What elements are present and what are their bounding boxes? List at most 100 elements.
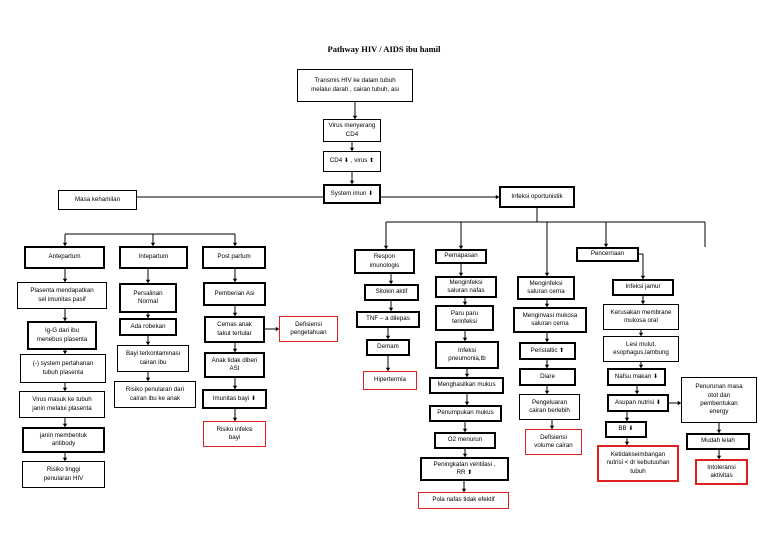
node-defisiensi-vol: Defisiensi volume cairan bbox=[525, 429, 582, 455]
page-title: Pathway HIV / AIDS ibu hamil bbox=[327, 44, 441, 54]
arrow-head bbox=[232, 278, 238, 282]
node-menginvasi: Menginvasi mukosa saluran cerna bbox=[513, 307, 587, 333]
node-persalinan: Persalinan Normal bbox=[119, 283, 177, 313]
node-ketidak: Ketidakseimbangan nutrisi < dr kebutuuha… bbox=[597, 445, 679, 482]
arrow-head bbox=[388, 280, 394, 284]
arrow-head bbox=[634, 390, 640, 394]
arrow-head bbox=[150, 242, 156, 246]
arrow-head bbox=[383, 245, 389, 249]
node-igg: Ig-G dari ibu menebus plasenta bbox=[27, 321, 97, 350]
arrow-head bbox=[544, 303, 550, 307]
node-menginfeksi-nafas: Menginfeksi saluran nafas bbox=[435, 276, 497, 298]
arrow-head bbox=[461, 488, 467, 492]
node-o2: O2 menurun bbox=[434, 432, 496, 449]
arrow-head bbox=[464, 401, 470, 405]
arrow-head bbox=[544, 272, 550, 276]
arrow-head bbox=[458, 272, 464, 276]
arrow-head bbox=[62, 317, 68, 321]
node-lesi: Lesi mulut, esophagus,lambung bbox=[603, 336, 679, 362]
arrow-head bbox=[716, 455, 722, 459]
node-bayi-terkon: Bayi terkontaminasi cairan ibu bbox=[117, 345, 189, 372]
node-demam: Demam bbox=[366, 339, 410, 356]
arrow-head bbox=[349, 147, 355, 151]
node-plasenta: Plasenta mendapatkan sel imunitas pasif bbox=[17, 282, 107, 309]
node-virus-masuk: Virus masuk ke tubuh janin melalui plase… bbox=[19, 391, 105, 418]
node-cd4: CD4 ⬇ , virus ⬆ bbox=[323, 151, 381, 172]
arrow-head bbox=[458, 245, 464, 249]
node-defisiensi-peng: Defisiensi pengetahuan bbox=[279, 316, 338, 342]
node-masa: Masa kehamilan bbox=[58, 190, 137, 210]
node-penumpukan: Penumpukan mukus bbox=[429, 405, 502, 422]
arrow-head bbox=[462, 453, 468, 457]
arrow-head bbox=[464, 373, 470, 377]
arrow-head bbox=[232, 348, 238, 352]
node-infeksi: Infeksi oportunistik bbox=[499, 186, 575, 208]
node-peristaltic: Peristaltic ⬆ bbox=[519, 342, 576, 360]
node-virus: Virus menyerang CD4 bbox=[323, 119, 381, 142]
arrow-head bbox=[62, 278, 68, 282]
arrow-head bbox=[145, 279, 151, 283]
arrow-head bbox=[716, 429, 722, 433]
arrow-head bbox=[232, 242, 238, 246]
arrow-head bbox=[544, 364, 550, 368]
node-tnf: TNF – a dilepas bbox=[356, 311, 420, 328]
node-risiko-infeksi: Risiko infeksi bayi bbox=[203, 421, 266, 447]
arrow-head bbox=[232, 385, 238, 389]
node-intepartum: Intepartum bbox=[119, 246, 188, 269]
arrow-head bbox=[62, 423, 68, 427]
node-pernapasan: Pernapasan bbox=[435, 249, 487, 264]
arrow-head bbox=[549, 425, 555, 429]
node-pneumonia: Infeksi pneumonia,tb bbox=[435, 341, 499, 369]
arrow-head bbox=[640, 275, 646, 279]
node-intoleransi: Intoleransi aktivitas bbox=[695, 459, 748, 485]
arrow-head bbox=[462, 301, 468, 305]
arrow-head bbox=[62, 350, 68, 354]
arrow-head bbox=[640, 300, 646, 304]
arrow-head bbox=[544, 390, 550, 394]
node-jamur: Infeksi jamur bbox=[612, 279, 674, 296]
node-imunitas-bayi: Imunitas bayi ⬇ bbox=[202, 389, 267, 409]
node-antepartum: Antepartum bbox=[24, 246, 105, 269]
arrow-head bbox=[352, 115, 358, 119]
arrow-head bbox=[624, 417, 630, 421]
arrow-head bbox=[462, 428, 468, 432]
arrow-head bbox=[462, 337, 468, 341]
node-system-pertahanan: (-) system pertahanan tubuh plasenta bbox=[20, 354, 106, 383]
node-hipertermia: Hipertermia bbox=[363, 371, 417, 390]
node-mudah-lelah: Mudah lelah bbox=[686, 433, 750, 450]
node-sitokin: Sitokin aktif bbox=[364, 284, 419, 301]
node-anak-tidak: Anak tidak diberi ASI bbox=[204, 352, 265, 378]
arrow-head bbox=[624, 441, 630, 445]
arrow-head bbox=[388, 307, 394, 311]
arrow-head bbox=[677, 400, 681, 406]
arrow-head bbox=[638, 364, 644, 368]
node-janin: janin membentuk antibody bbox=[22, 427, 105, 453]
node-menginfeksi-cerna: Menginfeksi saluran cerna bbox=[517, 276, 575, 300]
arrow-head bbox=[62, 387, 68, 391]
node-robekan: Ada robekan bbox=[119, 318, 177, 336]
arrow-head bbox=[232, 312, 238, 316]
node-asupan: Asupan nutrisi ⬇ bbox=[607, 394, 669, 412]
arrow-head bbox=[145, 314, 151, 318]
node-ventilasi: Peningkatan ventilasi , RR ⬆ bbox=[420, 457, 509, 481]
node-penurunan: Penurunan masa otot dan pembentukan ener… bbox=[681, 377, 757, 423]
node-kerusakan: Kerusakan membrane mukosa oral bbox=[603, 304, 679, 330]
node-risiko-penularan: Risiko penularan dari cairan ibu ke anak bbox=[114, 381, 196, 408]
node-pencernaan: Pencernaan bbox=[576, 247, 639, 262]
arrow-head bbox=[495, 194, 499, 200]
node-transmisi: Transmis HIV ke dalam tubuh melalui dara… bbox=[297, 69, 413, 102]
node-postpartum: Post partum bbox=[202, 246, 266, 269]
node-paru: Paru paru terinfeksi bbox=[435, 305, 494, 331]
arrow-head bbox=[544, 338, 550, 342]
arrow-head bbox=[62, 457, 68, 461]
arrow-head bbox=[638, 332, 644, 336]
node-bb: BB ⬇ bbox=[605, 421, 647, 438]
node-pola-nafas: Pola nafas tidak efektif bbox=[418, 492, 509, 509]
node-cemas: Cemas anak takut tertular bbox=[204, 316, 265, 343]
node-respon: Respon imunologis bbox=[354, 249, 415, 274]
node-diare: Diare bbox=[519, 368, 576, 386]
node-pemberian-asi: Pemberian Asi bbox=[203, 282, 266, 306]
arrow-head bbox=[232, 417, 238, 421]
